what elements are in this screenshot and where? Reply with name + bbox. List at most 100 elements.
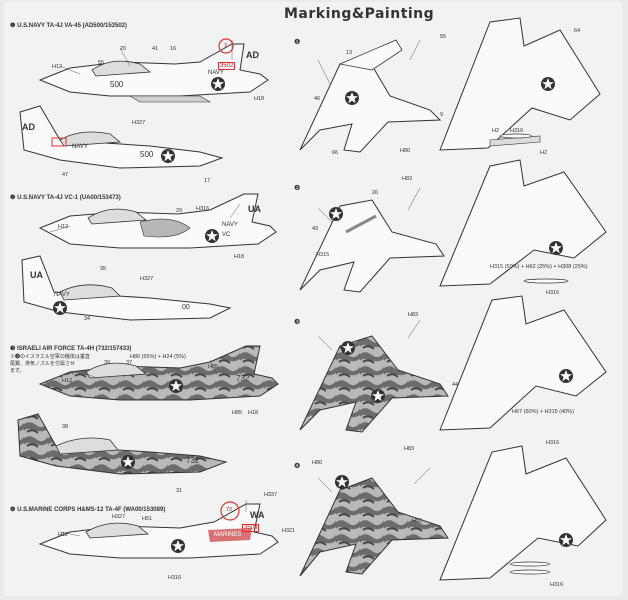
modex-code: 500 [110,80,124,89]
step-mark-2: ❷ [294,185,301,192]
drop-tank [509,569,551,575]
callout-h85: H85 [208,364,219,370]
part-29: 29 [176,208,183,214]
callout-h83: H83 [402,176,413,182]
callout-h321: H321 [282,528,296,534]
part-46: 46 [314,96,321,102]
tail-code-ua: UA [248,204,261,214]
highlight-circle [218,38,234,54]
part-38: 38 [62,424,69,430]
callout-h316-4: H316 [546,290,560,296]
plan-view-4a-camo [299,475,449,577]
part-41: 41 [152,46,159,52]
israeli-code-2: 732 [186,456,200,465]
section-title-4: ❹ U.S.MARINE CORPS H&MS-12 TA-4F (WA00/1… [10,507,166,513]
paint-mix-note-vc1: H315 (50%) + H62 (25%) + H308 (25%) [490,264,588,270]
part-20: 20 [120,46,127,52]
section-title-2: ❷ U.S.NAVY TA-4J VC-1 (UA00/153473) [10,195,121,201]
part-37: 37 [126,360,133,366]
israel-note: ※❸のイスラエル空軍の機体は垂直 尾翼、排気ノズルを付属させ ます。 [10,354,90,374]
vc-lettering: VC [222,232,231,238]
part-64: 64 [574,28,581,34]
side-view-israeli-lower [17,413,228,475]
part-17: 17 [204,178,211,184]
callout-h12-3: H12 [62,378,73,384]
callout-h18-3: H18 [248,410,259,416]
page-title: Marking&Painting [284,6,435,22]
callout-h327-2: H327 [140,276,154,282]
part-3: 3 [224,43,228,49]
drop-tank [523,278,569,284]
plan-view-2b [439,159,607,287]
callout-h51-2: H51 [412,518,423,524]
callout-h315: H315 [316,252,330,258]
part-26: 26 [372,190,379,196]
callout-h2: H2 [492,128,500,134]
tail-code-ad: AD [246,50,259,60]
callout-h12-4: H12 [58,532,69,538]
step-mark-1: ❶ [294,39,301,46]
navy-lettering-3: NAVY [222,222,238,228]
plan-view-1a [299,39,442,153]
side-view-israeli [38,345,279,401]
side-view-navy-va45-lower [19,105,224,169]
part-44: 44 [452,382,459,388]
callout-h51: H51 [142,516,153,522]
callout-h18-2: H18 [234,254,245,260]
part-16: 16 [170,46,177,52]
plan-view-2a [299,199,445,293]
step-mark-3: ❸ [294,319,301,326]
tail-code-ua-2: UA [30,270,43,280]
part-31: 31 [176,488,183,494]
plan-view-3a-camo [299,335,449,433]
step-mark-4: ❹ [294,463,301,470]
side-view-marines [38,501,279,559]
callout-h18: H18 [254,96,265,102]
side-view-navy-va45 [38,43,269,103]
plan-view-1b [439,17,601,151]
part-72: 72 [226,507,233,513]
plan-view-3b [439,295,607,431]
drop-tank [509,561,551,567]
serial-box: 3502 [218,62,236,70]
callout-h12: H12 [52,64,63,70]
paint-mix-note-israel: H80 (55%) + H24 (5%) [130,354,186,360]
callout-h316-2: H316 [168,575,182,581]
callout-h83-2: H83 [408,312,419,318]
callout-h327-3: H327 [112,514,126,520]
israeli-code: 732 [236,374,250,383]
plan-view-4b [439,445,607,581]
callout-h316-3: H316 [510,128,524,134]
part-34: 34 [84,316,91,322]
section-title-3: ❸ ISRAELI AIR FORCE TA-4H (732/157433) [10,346,132,352]
side-view-navy-vc1 [38,193,277,249]
part-13: 13 [346,50,353,56]
part-66: 66 [332,150,339,156]
callout-h316-6: H316 [550,582,564,588]
callout-h12-2: H12 [58,224,69,230]
part-39: 39 [104,360,111,366]
part-47: 47 [62,172,69,178]
part-55: 55 [98,60,105,66]
drop-tank [499,133,533,139]
callout-h80-2: H80 [312,460,323,466]
navy-lettering: NAVY [208,70,224,76]
callout-h316: H316 [196,206,210,212]
side-view-navy-vc1-lower [21,255,232,321]
callout-h316-5: H316 [546,440,560,446]
callout-h85-2: H85 [232,410,243,416]
tail-code-ad-2: AD [22,122,35,132]
part-55-b: 55 [440,34,447,40]
serial-box-2: 3508 [242,524,260,532]
tail-code-wa: WA [250,510,265,520]
callout-h327: H327 [132,120,146,126]
navy-lettering-4: NAVY [54,292,70,298]
marines-lettering: MARINES [214,532,242,538]
section-title-1: ❶ U.S.NAVY TA-4J VA-45 (AD500/153502) [10,23,127,29]
paint-mix-note-israel-lower: H67 (60%) + H315 (40%) [512,409,574,415]
modex-code-3: 00 [182,304,190,311]
callout-h83-3: H83 [404,446,415,452]
callout-h80: H80 [400,148,411,154]
navy-lettering-2: NAVY [72,144,88,150]
